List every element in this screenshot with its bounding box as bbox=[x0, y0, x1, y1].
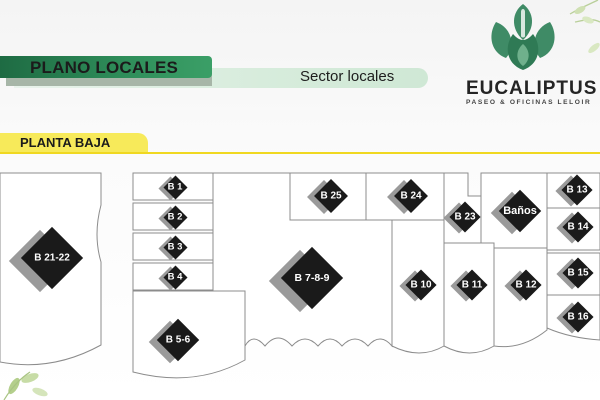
unit-label: Baños bbox=[503, 205, 537, 217]
unit-label: B 12 bbox=[515, 279, 537, 291]
section-label: PLANTA BAJA bbox=[20, 135, 111, 150]
unit-label: B 10 bbox=[410, 279, 432, 291]
eucalyptus-leaf-logo-icon bbox=[491, 4, 555, 70]
section-banner bbox=[0, 133, 148, 153]
unit-label: B 2 bbox=[167, 211, 183, 223]
page-title: PLANO LOCALES bbox=[30, 58, 179, 77]
unit-label: B 5-6 bbox=[165, 334, 191, 346]
unit-label: B 1 bbox=[167, 181, 183, 193]
page-subtitle: Sector locales bbox=[300, 68, 395, 85]
bottom-left-leaves-icon bbox=[3, 371, 48, 400]
unit-label: B 11 bbox=[461, 279, 483, 291]
top-right-vine-icon bbox=[569, 0, 600, 54]
unit-label: B 14 bbox=[567, 221, 589, 233]
unit-label: B 24 bbox=[400, 190, 422, 202]
title-banner bbox=[0, 56, 212, 78]
logo-tagline: PASEO & OFICINAS LELOIR bbox=[466, 99, 592, 106]
unit-label: B 23 bbox=[454, 211, 476, 223]
unit-label: B 13 bbox=[566, 184, 588, 196]
unit-label: B 25 bbox=[320, 190, 342, 202]
unit-label: B 15 bbox=[567, 267, 589, 279]
unit-label: B 21-22 bbox=[34, 252, 70, 264]
logo-name: EUCALIPTUS bbox=[466, 78, 598, 99]
unit-label: B 7-8-9 bbox=[294, 272, 330, 284]
section-divider bbox=[0, 152, 600, 154]
unit-label: B 3 bbox=[167, 241, 183, 253]
unit-label: B 4 bbox=[167, 271, 183, 283]
unit-label: B 16 bbox=[567, 311, 589, 323]
